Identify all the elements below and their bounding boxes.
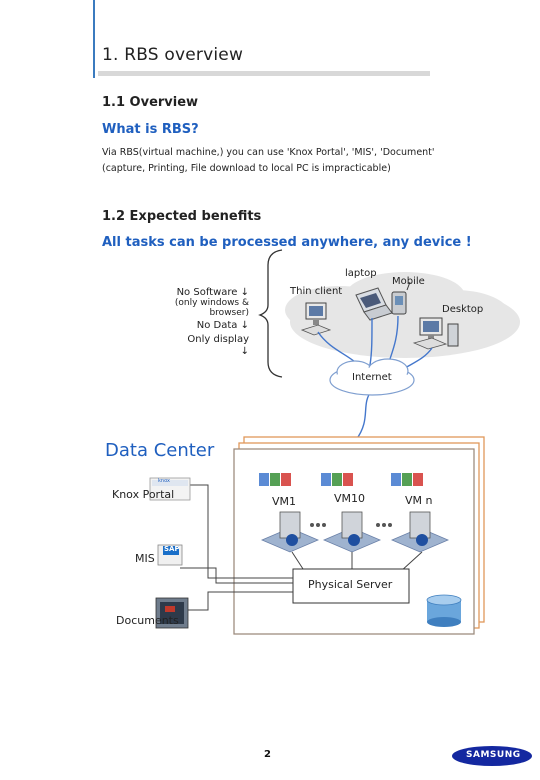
internet-cloud-icon — [329, 358, 415, 396]
app-connectors — [180, 484, 293, 611]
mis-sap-icon — [157, 544, 183, 566]
overview-heading: 1.1 Overview — [102, 95, 199, 110]
knox-portal-label: Knox Portal — [112, 488, 175, 501]
overview-line-2: (capture, Printing, File download to loc… — [102, 163, 391, 174]
thin-client-icon — [300, 302, 332, 336]
laptop-label: laptop — [345, 268, 377, 279]
no-software-sub-1: (only windows & — [174, 298, 249, 308]
only-display-note: Only display — [187, 334, 249, 345]
documents-label: Documents — [116, 614, 179, 627]
laptop-icon — [355, 287, 393, 321]
internet-label: Internet — [352, 372, 392, 383]
physical-server-label: Physical Server — [308, 578, 393, 591]
vm1-icon — [259, 473, 320, 553]
mobile-label: Mobile — [392, 276, 425, 287]
thin-client-label: Thin client — [290, 286, 343, 297]
documents-icon — [155, 597, 189, 629]
vmn-label: VM n — [405, 494, 433, 507]
samsung-logo-text: SAMSUNG — [466, 750, 521, 760]
page-number: 2 — [264, 749, 271, 760]
no-software-sub-2: browser) — [209, 308, 249, 318]
database-icon — [426, 594, 462, 627]
vm10-icon — [321, 473, 382, 553]
data-center-title: Data Center — [105, 440, 215, 461]
desktop-icon — [412, 317, 459, 350]
sap-logo-text: SAP — [164, 545, 180, 553]
mobile-icon — [391, 281, 411, 315]
knox-portal-icon — [149, 477, 191, 501]
benefits-heading: 1.2 Expected benefits — [102, 209, 262, 224]
knox-logo-text: knox — [158, 478, 170, 484]
vm-ellipsis-icon — [310, 523, 392, 527]
only-display-arrow: ↓ — [240, 346, 249, 357]
mis-label: MIS — [135, 552, 155, 565]
samsung-logo-icon — [452, 746, 532, 766]
overview-line-1: Via RBS(virtual machine,) you can use 'K… — [102, 147, 435, 158]
vm10-label: VM10 — [334, 492, 366, 505]
data-center-frame-inner — [233, 448, 475, 635]
no-data-note: No Data ↓ — [196, 320, 249, 331]
brace-icon — [258, 249, 283, 378]
benefits-tagline: All tasks can be processed anywhere, any… — [102, 235, 472, 250]
vmn-icon — [390, 473, 450, 553]
header-accent-bar — [93, 0, 95, 78]
physical-server-box — [292, 568, 410, 604]
no-software-note: No Software ↓ — [176, 287, 249, 298]
title-underline — [98, 71, 430, 76]
overview-question: What is RBS? — [102, 122, 199, 137]
vm1-label: VM1 — [272, 495, 297, 508]
page-title: 1. RBS overview — [102, 45, 244, 65]
desktop-label: Desktop — [442, 304, 484, 315]
